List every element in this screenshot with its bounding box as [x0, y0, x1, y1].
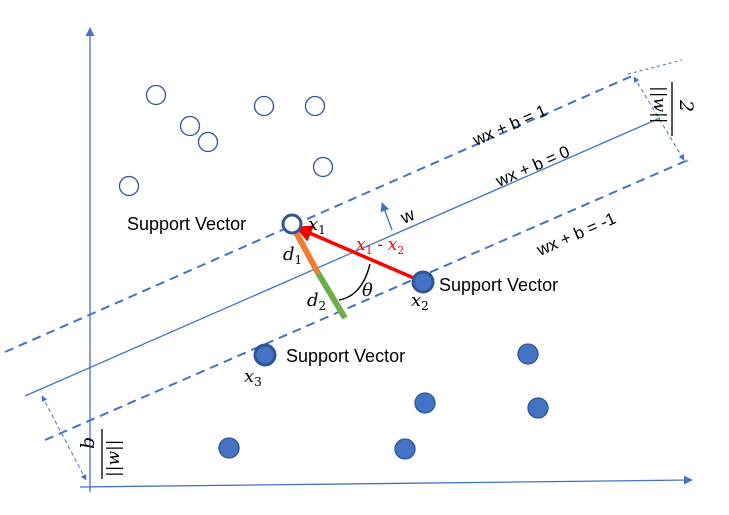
filled-point [394, 438, 416, 460]
lower-margin-line [44, 159, 689, 441]
theta-label: θ [362, 280, 373, 301]
normal-vector-label: w [397, 204, 419, 228]
filled-point [517, 343, 539, 365]
d2-label: d2 [307, 290, 326, 313]
bias-fraction: b ||w|| [77, 429, 124, 479]
support-vector-1-label: Support Vector [127, 214, 246, 234]
margin-width-fraction: 2 ||w|| [649, 82, 697, 136]
filled-point [414, 392, 436, 414]
x1-label: x1 [308, 214, 326, 237]
hollow-point [253, 95, 275, 117]
hollow-point [179, 115, 201, 137]
hollow-point [304, 95, 326, 117]
d1-label: d1 [283, 244, 302, 267]
margin-extension-top [627, 59, 683, 75]
bias-arrow [41, 395, 87, 481]
filled-point [218, 437, 240, 459]
hollow-point [118, 175, 140, 197]
support-vector-2-label: Support Vector [439, 275, 558, 295]
hollow-point [312, 156, 334, 178]
margin-width-arrow [633, 76, 685, 161]
hyperplane-label: wx + b = 0 [492, 142, 572, 191]
support-vector-x3 [253, 343, 277, 367]
bias-denominator: ||w|| [104, 440, 124, 477]
support-vector-x2 [411, 270, 435, 294]
theta-arc [338, 263, 371, 301]
hollow-point [145, 84, 167, 106]
support-vector-3-label: Support Vector [286, 346, 405, 366]
x2-label: x2 [411, 290, 429, 313]
hollow-point [197, 131, 219, 153]
difference-vector [294, 225, 424, 284]
x3-label: x3 [244, 366, 262, 389]
margin-denominator: ||w|| [649, 86, 669, 123]
upper-margin-label: wx + b = 1 [469, 101, 549, 150]
upper-margin-line [4, 75, 633, 353]
difference-vector-label: x1 - x2 [356, 235, 404, 257]
margin-extension-bottom [685, 157, 691, 163]
normal-vector-arrow [380, 202, 393, 231]
x-axis [79, 475, 693, 488]
lower-margin-label: wx + b = -1 [533, 209, 619, 260]
d2-segment [315, 271, 348, 320]
bias-numerator: b [77, 437, 99, 449]
hyperplane-line [24, 117, 661, 397]
margin-numerator: 2 [675, 99, 697, 112]
filled-point [527, 397, 549, 419]
support-vector-x1 [281, 213, 303, 235]
